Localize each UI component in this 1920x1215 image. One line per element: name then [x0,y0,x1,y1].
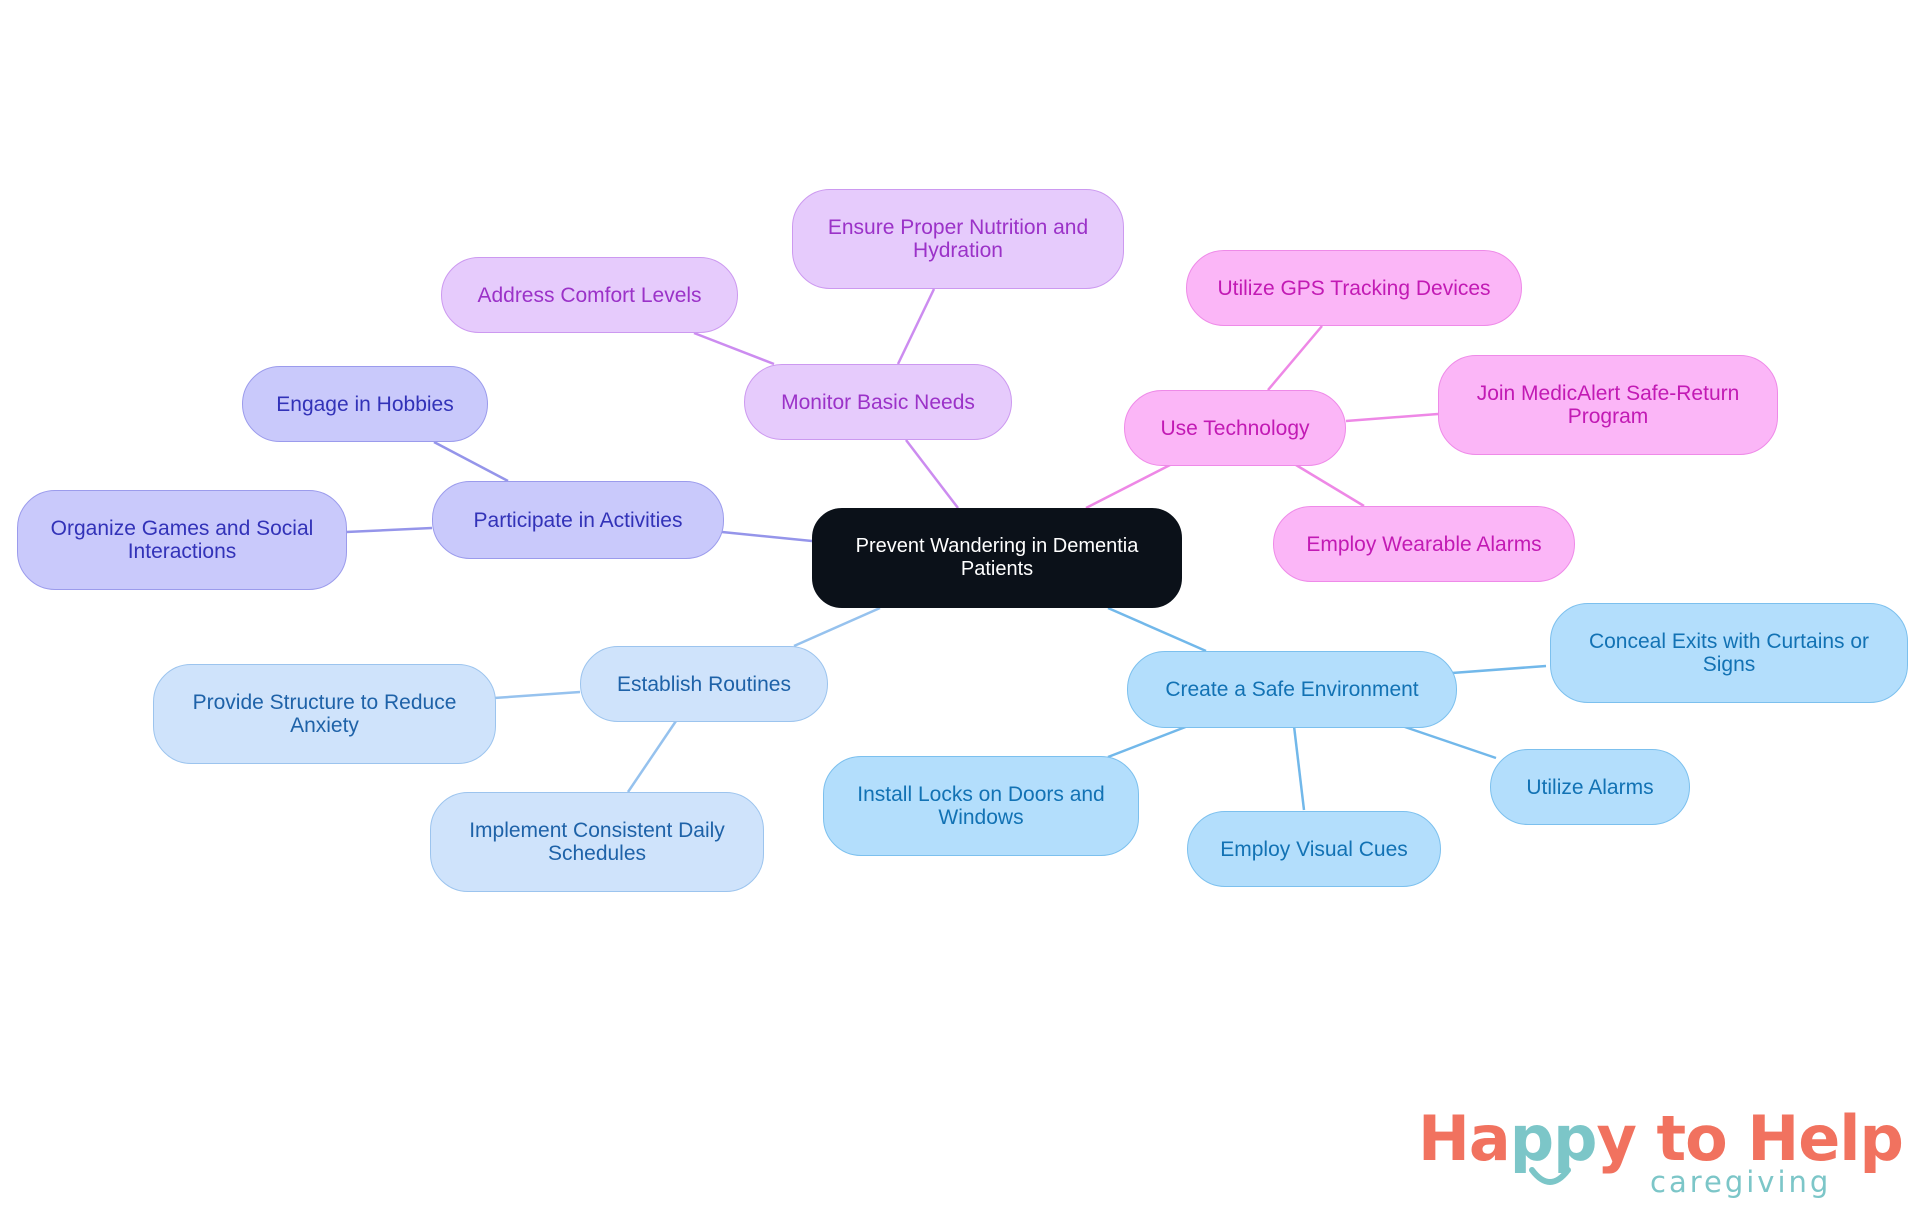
node-label: Monitor Basic Needs [781,390,975,414]
edge-root-monitor [905,439,959,509]
node-visual-cues: Employ Visual Cues [1187,811,1441,887]
edge-environment-alarms [1401,724,1497,760]
edge-monitor-nutrition [896,288,936,365]
node-label: Establish Routines [617,672,791,696]
node-label: Use Technology [1160,416,1310,440]
smile-icon [1529,1167,1571,1185]
node-medicalert: Join MedicAlert Safe-Return Program [1438,355,1778,455]
node-label: Employ Visual Cues [1220,837,1408,861]
edge-technology-medicalert [1345,412,1439,423]
edge-monitor-comfort [693,331,775,366]
node-label: Utilize Alarms [1526,775,1654,799]
node-label: Ensure Proper Nutrition and Hydration [827,216,1089,262]
logo-wordmark: Happy to Help [1418,1102,1904,1175]
edge-root-activities [721,530,813,543]
node-participate-activities: Participate in Activities [432,481,724,559]
edge-technology-gps [1267,325,1323,391]
node-label: Conceal Exits with Curtains or Signs [1588,630,1870,676]
edge-environment-locks [1107,724,1189,759]
node-structure-anxiety: Provide Structure to Reduce Anxiety [153,664,496,764]
root-node: Prevent Wandering in Dementia Patients [812,508,1182,608]
edge-technology-wearable [1295,463,1365,508]
node-label: Engage in Hobbies [276,392,454,416]
node-gps-tracking: Utilize GPS Tracking Devices [1186,250,1522,326]
node-label: Provide Structure to Reduce Anxiety [192,691,457,737]
node-establish-routines: Establish Routines [580,646,828,722]
node-label: Participate in Activities [473,508,683,532]
node-conceal-exits: Conceal Exits with Curtains or Signs [1550,603,1908,703]
node-safe-environment: Create a Safe Environment [1127,651,1457,728]
edge-environment-visual [1292,725,1306,811]
node-label: Create a Safe Environment [1165,678,1419,701]
node-label: Organize Games and Social Interactions [50,517,314,563]
node-install-locks: Install Locks on Doors and Windows [823,756,1139,856]
edge-root-routines [793,606,881,648]
node-label: Address Comfort Levels [477,283,702,307]
edge-activities-games [345,526,433,534]
node-label: Join MedicAlert Safe-Return Program [1476,382,1740,428]
edge-activities-hobbies [433,440,509,483]
node-label: Utilize GPS Tracking Devices [1217,276,1491,300]
node-engage-hobbies: Engage in Hobbies [242,366,488,442]
edge-routines-schedules [626,720,678,793]
node-games-social: Organize Games and Social Interactions [17,490,347,590]
node-daily-schedules: Implement Consistent Daily Schedules [430,792,764,892]
node-label: Implement Consistent Daily Schedules [469,819,725,865]
happy-to-help-logo: Happy to Help caregiving [1418,1104,1904,1204]
node-label: Install Locks on Doors and Windows [857,783,1105,829]
edge-environment-conceal [1451,664,1547,675]
node-utilize-alarms: Utilize Alarms [1490,749,1690,825]
node-use-technology: Use Technology [1124,390,1346,466]
node-monitor-basic-needs: Monitor Basic Needs [744,364,1012,440]
logo-tagline: caregiving [1650,1165,1832,1199]
edge-root-technology [1085,463,1171,510]
edge-routines-structure [493,690,581,700]
node-comfort-levels: Address Comfort Levels [441,257,738,333]
root-label: Prevent Wandering in Dementia Patients [855,535,1139,580]
node-label: Employ Wearable Alarms [1306,532,1542,556]
node-wearable-alarms: Employ Wearable Alarms [1273,506,1575,582]
node-nutrition-hydration: Ensure Proper Nutrition and Hydration [792,189,1124,289]
edge-root-environment [1107,606,1207,653]
